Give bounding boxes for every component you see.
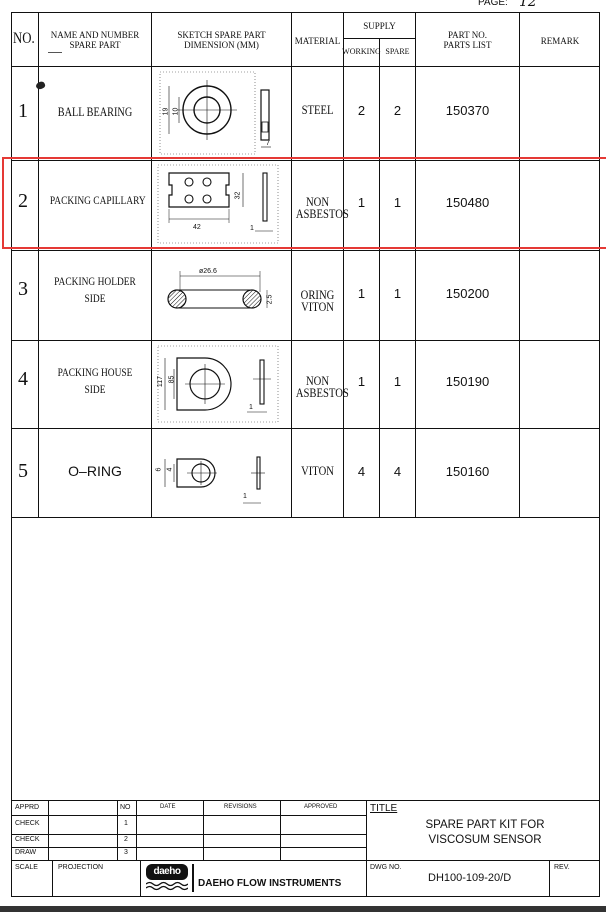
company-logo: daeho	[146, 864, 188, 892]
tb-no-3: 3	[124, 849, 128, 856]
tb-dwg-label: DWG NO.	[370, 864, 402, 871]
row-working: 1	[357, 286, 366, 301]
dim-label: 7	[266, 140, 270, 147]
header-remark: REMARK	[540, 36, 580, 46]
tb-no-2: 2	[124, 836, 128, 843]
tb-revisions: REVISIONS	[224, 804, 257, 810]
header-no: NO.	[13, 30, 35, 47]
dim-label: 19	[162, 107, 170, 116]
dim-label: 85	[168, 375, 176, 384]
row-part-no: 150370	[445, 103, 490, 118]
highlight-box	[2, 157, 606, 249]
row-material: VITON	[301, 464, 334, 478]
row-working: 1	[357, 195, 366, 210]
row-spare: 1	[393, 195, 402, 210]
dim-label: 2.5	[266, 294, 274, 305]
tb-approved: APPROVED	[304, 804, 338, 810]
row-no: 4	[18, 368, 28, 390]
row-spare: 2	[393, 103, 402, 118]
tb-scale: SCALE	[15, 864, 38, 871]
tb-check: CHECK	[15, 836, 40, 843]
row-working: 2	[357, 103, 366, 118]
header-material: MATERIAL	[294, 36, 341, 46]
tb-draw: DRAW	[15, 849, 37, 856]
row-part-no: 150190	[445, 374, 490, 389]
tb-dwg-no: DH100-109-20/D	[428, 872, 512, 884]
row-no: 2	[18, 190, 28, 212]
row-part-no: 150160	[445, 464, 490, 479]
tb-no-1: 1	[124, 820, 128, 827]
dim-label: ø26.6	[199, 268, 217, 275]
dim-label: 10	[172, 107, 180, 116]
tb-no: NO	[120, 804, 131, 811]
dim-label: 117	[157, 375, 165, 388]
sketch-packing-holder	[167, 271, 268, 309]
row-spare: 1	[393, 374, 402, 389]
bottom-edge	[0, 906, 606, 912]
row-no: 1	[18, 100, 28, 122]
row-material: STEEL	[301, 103, 334, 117]
row-no: 3	[18, 278, 28, 300]
dim-label: 1	[250, 225, 254, 232]
header-working: WORKING	[342, 47, 381, 56]
dim-label: 4	[166, 467, 174, 472]
tb-apprd: APPRD	[15, 804, 40, 811]
header-part-no: PART NO.PARTS LIST	[443, 30, 492, 50]
row-no: 5	[18, 460, 28, 482]
table-frame	[11, 12, 600, 897]
dim-label: 1	[243, 493, 247, 500]
tb-projection: PROJECTION	[58, 864, 104, 871]
row-working: 4	[357, 464, 366, 479]
header-spare: SPARE	[385, 47, 410, 56]
row-name: O–RING	[68, 463, 122, 479]
row-spare: 1	[393, 286, 402, 301]
dim-label: 1	[249, 404, 253, 411]
header-supply: SUPPLY	[363, 21, 396, 31]
tb-check: CHECK	[15, 820, 40, 827]
sketch-o-ring	[164, 456, 265, 504]
row-part-no: 150480	[445, 195, 490, 210]
tb-title-label: TITLE	[370, 803, 398, 814]
page-number: 12	[519, 0, 537, 10]
sketch-packing-capillary	[157, 164, 279, 244]
tb-date: DATE	[160, 804, 176, 810]
sketch-packing-house	[157, 345, 279, 423]
page-label: PAGE:	[478, 0, 508, 8]
dim-label: 6	[155, 467, 163, 472]
tb-rev: REV.	[554, 864, 570, 871]
row-part-no: 150200	[445, 286, 490, 301]
dim-label: 42	[193, 224, 201, 231]
row-spare: 4	[393, 464, 402, 479]
row-working: 1	[357, 374, 366, 389]
sketch-ball-bearing	[159, 71, 271, 155]
company-name: DAEHO FLOW INSTRUMENTS	[198, 878, 342, 889]
row-name: PACKING CAPILLARY	[49, 195, 146, 207]
row-name: BALL BEARING	[57, 105, 133, 119]
